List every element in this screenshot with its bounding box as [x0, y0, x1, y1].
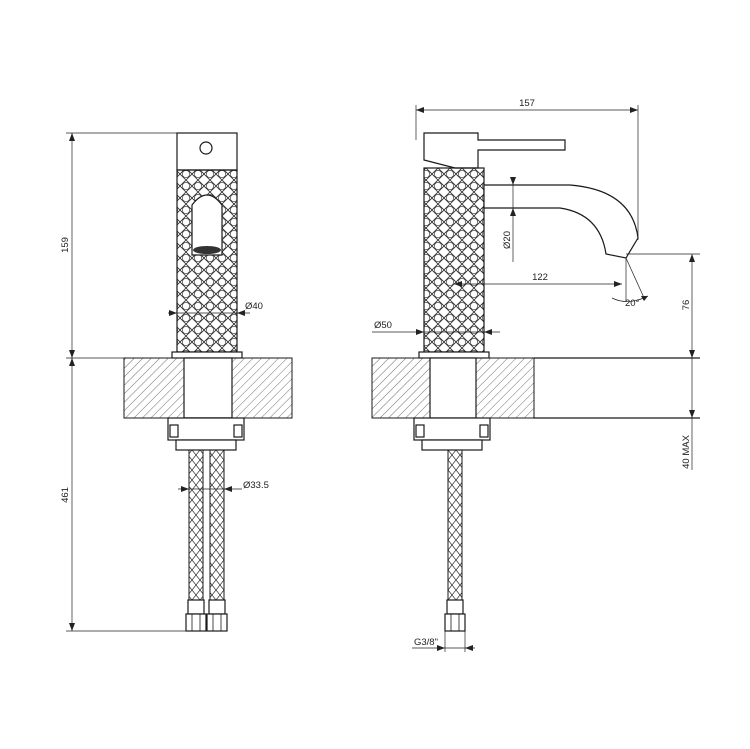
- dim-461-label: 461: [60, 487, 71, 503]
- front-cap: [176, 132, 238, 171]
- front-counter-hole: [183, 357, 233, 419]
- side-counter-right: [475, 357, 535, 419]
- front-hose-left: [188, 449, 204, 601]
- dim-diameter-33-5: Ø33.5: [243, 480, 269, 491]
- dim-diameter-20: Ø20: [502, 231, 513, 249]
- front-spout-opening: [191, 194, 223, 256]
- side-view: 157 Ø20 122 20° 76 40 MAX Ø50: [371, 98, 700, 652]
- side-lever: [423, 132, 566, 169]
- front-aerator: [193, 246, 221, 254]
- side-nut: [413, 417, 491, 441]
- side-spout: [483, 184, 639, 259]
- dim-diameter-40: Ø40: [245, 301, 263, 312]
- front-base-ring: [171, 351, 243, 359]
- front-counter-left: [123, 357, 185, 419]
- dim-thread-label: G3/8": [414, 637, 438, 648]
- dim-diameter-50: Ø50: [374, 320, 392, 331]
- dim-122-label: 122: [532, 272, 548, 283]
- side-fitting: [444, 613, 466, 632]
- dim-76-label: 76: [681, 300, 692, 311]
- front-counter-right: [231, 357, 293, 419]
- front-fitting-left: [185, 613, 207, 632]
- side-hose: [447, 449, 463, 601]
- dim-157-label: 157: [519, 98, 535, 109]
- dim-159-label: 159: [60, 237, 71, 253]
- side-knurled-body: [423, 167, 485, 353]
- front-view: 159 461 Ø40 Ø33.5: [60, 132, 293, 632]
- dim-angle-label: 20°: [625, 298, 640, 309]
- front-nut: [167, 417, 245, 441]
- front-fitting-right: [206, 613, 228, 632]
- front-hose-right: [209, 449, 225, 601]
- side-counter-left: [371, 357, 431, 419]
- front-cap-hole-icon: [199, 141, 213, 155]
- dim-40max-label: 40 MAX: [681, 434, 692, 468]
